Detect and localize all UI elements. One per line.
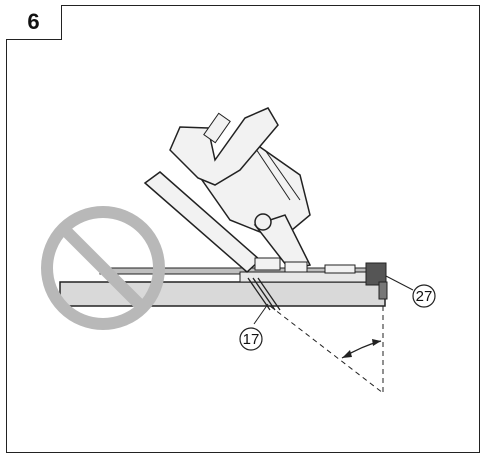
bevel-bracket — [253, 214, 312, 271]
callout-27-leader — [385, 275, 414, 291]
circular-saw — [143, 107, 356, 274]
guide-stop-foot — [378, 281, 388, 300]
saw-base-plate — [239, 271, 381, 283]
blade-angle-line — [269, 305, 384, 394]
callout-27-label: 27 — [416, 288, 433, 305]
bevel-knob — [254, 213, 272, 231]
guide-stop — [365, 262, 387, 286]
prohibition-icon — [41, 206, 165, 330]
callout-27-circle — [412, 284, 436, 308]
saw-handle — [169, 107, 279, 186]
callout-17-circle — [239, 327, 263, 351]
callout-17-leader — [253, 303, 269, 325]
figure-frame — [6, 5, 480, 453]
workpiece-board — [59, 281, 386, 307]
blade-edge — [247, 277, 271, 311]
callout-17-label: 17 — [243, 331, 260, 348]
figure-number: 6 — [6, 5, 62, 40]
